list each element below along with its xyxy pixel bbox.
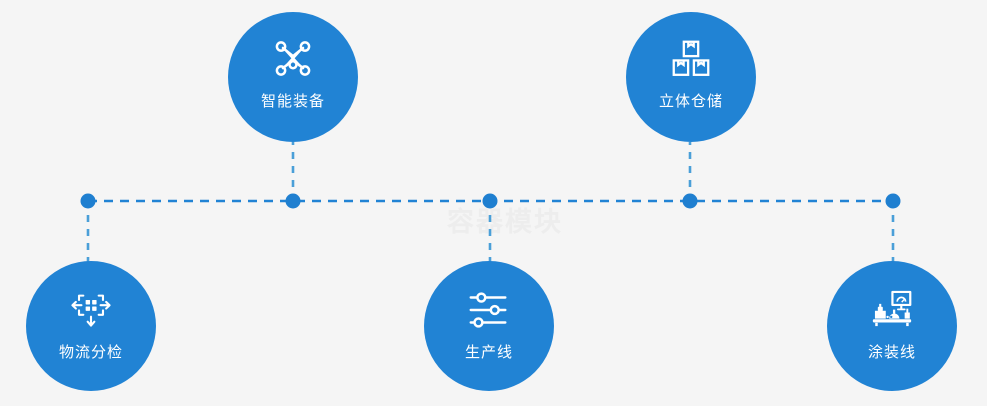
module-label-sorting: 物流分检 [58,344,123,361]
module-circle-warehouse[interactable]: 立体仓储 [626,12,756,142]
sliders-icon [466,287,512,333]
module-label-painting: 涂装线 [867,344,916,361]
module-label-smart-equipment: 智能装备 [260,93,325,110]
stacked-boxes-icon [668,36,714,82]
module-circle-production[interactable]: 生产线 [424,261,554,391]
module-circle-sorting[interactable]: 物流分检 [26,261,156,391]
module-label-warehouse: 立体仓储 [658,93,723,110]
module-circle-painting[interactable]: 涂装线 [827,261,957,391]
node-dot-smart-equipment[interactable] [285,193,301,209]
watermark-text: 容器模块 [447,207,563,237]
module-circle-smart-equipment[interactable]: 智能装备 [228,12,358,142]
node-dot-sorting[interactable] [80,193,96,209]
factory-machine-icon [869,287,915,333]
sorting-arrows-icon [68,287,114,333]
node-dot-painting[interactable] [885,193,901,209]
module-label-production: 生产线 [464,344,513,361]
network-nodes-icon [270,36,316,82]
node-dot-warehouse[interactable] [682,193,698,209]
